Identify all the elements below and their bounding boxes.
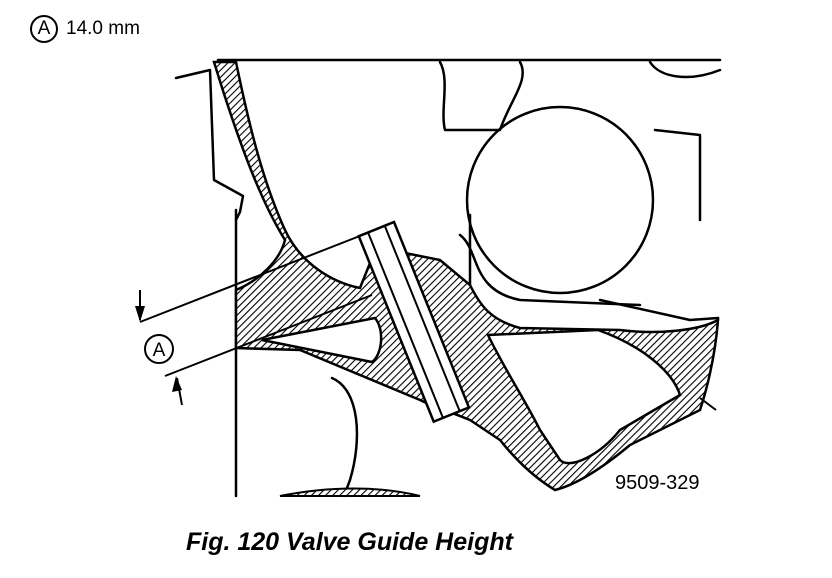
legend-value: 14.0 mm xyxy=(66,18,140,39)
head-outline xyxy=(216,58,722,498)
bore-circle xyxy=(465,105,655,295)
dimension-arrowheads xyxy=(135,306,182,392)
figure-caption: Fig. 120 Valve Guide Height xyxy=(186,528,513,556)
dimension-marker: A xyxy=(153,340,166,361)
pocket-right xyxy=(486,328,682,465)
dimension-lines xyxy=(139,231,373,406)
upper-boss xyxy=(438,60,524,132)
leader-line xyxy=(699,397,717,411)
lower-base-hatch xyxy=(279,487,421,497)
valve-guide xyxy=(357,220,471,424)
chamber-line xyxy=(458,213,642,322)
pocket-left xyxy=(261,316,383,364)
upper-left-casting xyxy=(174,68,245,222)
legend-marker: A xyxy=(30,15,58,43)
dimension-marker-circle xyxy=(144,334,174,364)
upper-boss-right xyxy=(648,60,722,222)
lower-port-wall xyxy=(330,376,359,498)
hatched-section xyxy=(212,60,720,492)
figure-number: 9509-329 xyxy=(615,472,700,494)
legend: A 14.0 mm xyxy=(30,12,140,46)
